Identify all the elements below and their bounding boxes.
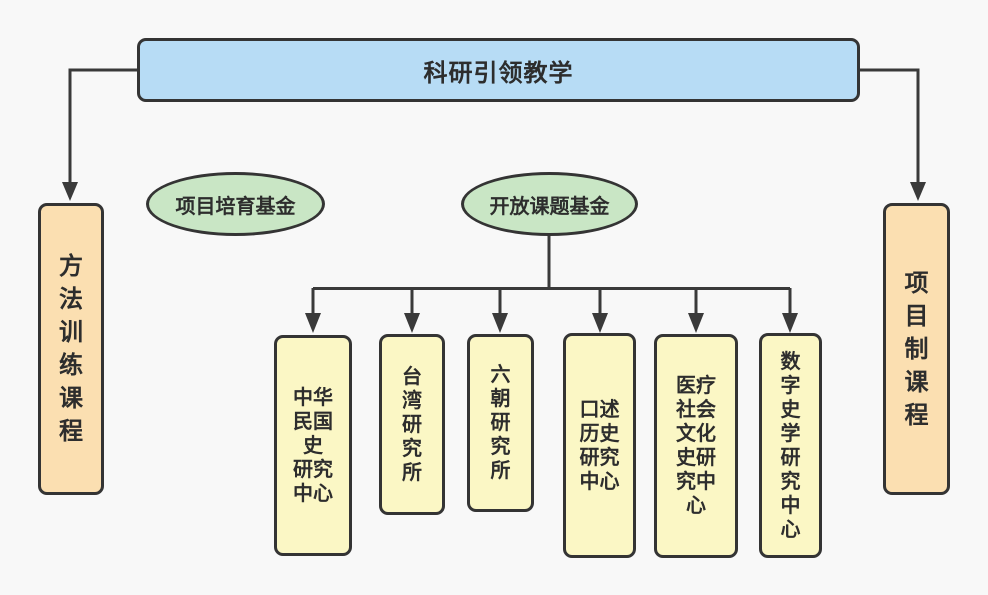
connector-root-to-project-based bbox=[860, 68, 926, 201]
connector-open-fund-to-center-6 bbox=[782, 288, 798, 333]
connector-open-fund-to-center-3 bbox=[492, 288, 508, 333]
node-label: 项目培育基金 bbox=[175, 195, 296, 218]
node-label: 口述 历史 研究 中心 bbox=[579, 398, 620, 493]
connector-open-fund-trunk bbox=[313, 234, 790, 290]
connector-open-fund-to-center-2 bbox=[404, 288, 420, 333]
node-label: 中华 民国 史 研究 中心 bbox=[293, 386, 333, 505]
connector-open-fund-to-center-1 bbox=[305, 288, 321, 333]
node-project-based-course[interactable]: 项 目 制 课 程 bbox=[883, 203, 950, 495]
node-center-taiwan-institute[interactable]: 台 湾 研 究 所 bbox=[379, 334, 445, 515]
node-label: 医疗 社会 文化 史研 究中 心 bbox=[676, 375, 716, 517]
node-label: 科研引领教学 bbox=[423, 59, 574, 87]
connector-root-to-method-training bbox=[62, 68, 137, 201]
node-center-republic-of-china-history[interactable]: 中华 民国 史 研究 中心 bbox=[274, 335, 352, 556]
node-label: 开放课题基金 bbox=[489, 195, 610, 218]
node-project-cultivation-fund[interactable]: 项目培育基金 bbox=[146, 172, 325, 236]
node-center-digital-history[interactable]: 数 字 史 学 研 究 中 心 bbox=[759, 333, 822, 558]
connector-open-fund-to-center-5 bbox=[688, 288, 704, 333]
node-label: 数 字 史 学 研 究 中 心 bbox=[780, 350, 801, 541]
node-label: 项 目 制 课 程 bbox=[904, 269, 929, 429]
node-label: 台 湾 研 究 所 bbox=[402, 365, 422, 484]
node-center-six-dynasties-institute[interactable]: 六 朝 研 究 所 bbox=[467, 334, 534, 512]
node-center-oral-history[interactable]: 口述 历史 研究 中心 bbox=[563, 333, 636, 558]
node-center-medical-social-cultural-history[interactable]: 医疗 社会 文化 史研 究中 心 bbox=[654, 334, 738, 558]
node-open-topic-fund[interactable]: 开放课题基金 bbox=[461, 172, 638, 236]
node-method-training-course[interactable]: 方 法 训 练 课 程 bbox=[38, 203, 104, 495]
connector-open-fund-to-center-4 bbox=[592, 288, 608, 333]
node-research-leads-teaching[interactable]: 科研引领教学 bbox=[137, 38, 860, 102]
node-label: 方 法 训 练 课 程 bbox=[59, 253, 83, 445]
node-label: 六 朝 研 究 所 bbox=[490, 364, 511, 482]
